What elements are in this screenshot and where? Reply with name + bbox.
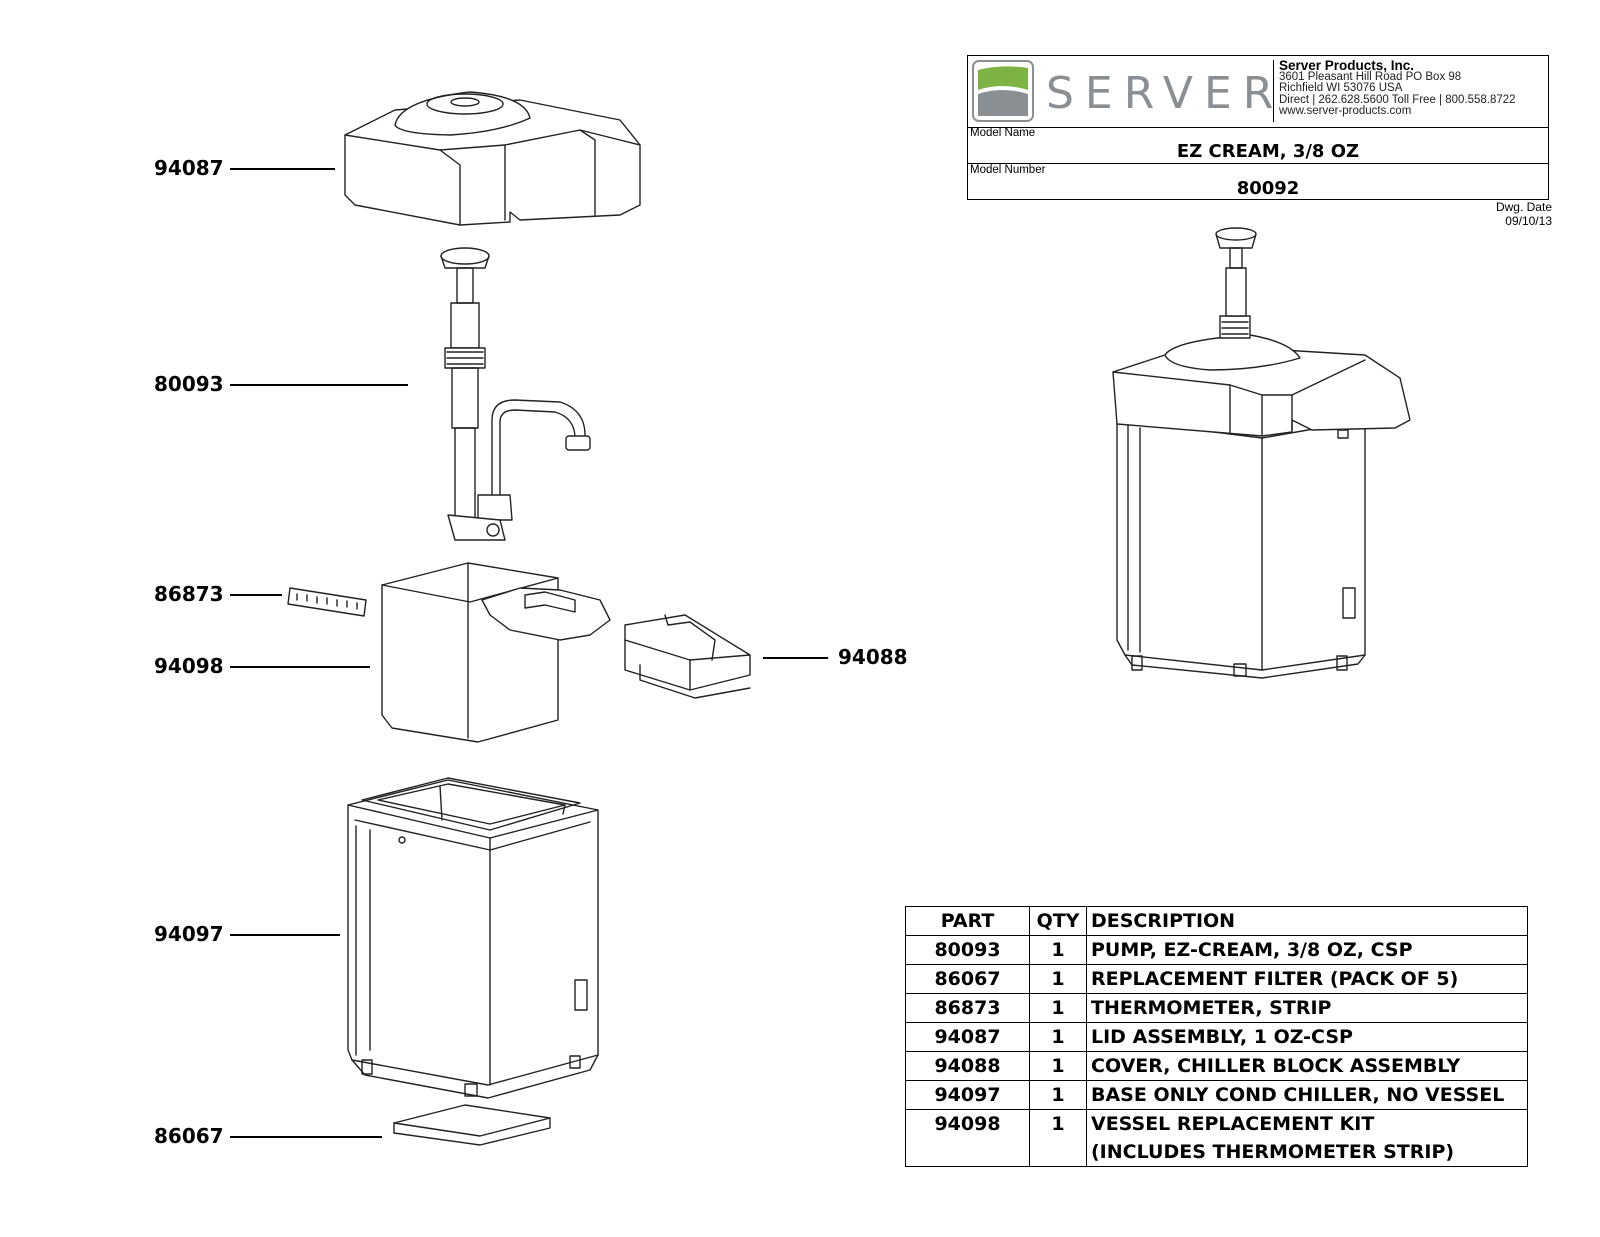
drawing-date: Dwg. Date 09/10/13 (1496, 200, 1552, 228)
callout-base: 94097 (154, 922, 224, 946)
address-line-2: Richfield WI 53076 USA (1279, 82, 1403, 95)
title-block-divider (1273, 60, 1274, 122)
part-qty: 1 (1029, 964, 1087, 994)
table-row: 94088 1 COVER, CHILLER BLOCK ASSEMBLY (905, 1051, 1528, 1081)
title-block-header: SERVER Server Products, Inc. 3601 Pleasa… (968, 56, 1548, 128)
model-name-value: EZ CREAM, 3/8 OZ (1176, 141, 1360, 162)
chiller-cover-illustration (624, 614, 751, 699)
table-row: 94098 1 VESSEL REPLACEMENT KIT (INCLUDES… (905, 1109, 1528, 1167)
model-name-label: Model Name (970, 127, 1036, 139)
callout-vessel: 94098 (154, 654, 224, 678)
leader-line-cover (763, 657, 828, 659)
model-number-value: 80092 (1236, 178, 1300, 199)
assembled-unit-illustration (1112, 227, 1411, 679)
part-qty: 1 (1029, 1051, 1087, 1081)
part-number: 80093 (905, 935, 1030, 965)
callout-thermometer: 86873 (154, 582, 224, 606)
pump-illustration (440, 247, 591, 541)
title-block: SERVER Server Products, Inc. 3601 Pleasa… (967, 55, 1549, 200)
part-number: 94097 (905, 1080, 1030, 1110)
leader-line-lid (230, 168, 335, 170)
website: www.server-products.com (1279, 105, 1412, 118)
drawing-date-value: 09/10/13 (1505, 214, 1552, 228)
leader-line-pump (230, 384, 408, 386)
company-name: Server Products, Inc. (1279, 58, 1415, 73)
callout-pump: 80093 (154, 372, 224, 396)
part-number: 94087 (905, 1022, 1030, 1052)
header-part: PART (905, 906, 1030, 936)
brand-wordmark: SERVER (1046, 68, 1285, 119)
server-logo-icon (972, 60, 1034, 122)
callout-lid: 94087 (154, 156, 224, 180)
part-description: COVER, CHILLER BLOCK ASSEMBLY (1086, 1051, 1528, 1081)
callout-cover: 94088 (838, 645, 908, 669)
table-row: 94087 1 LID ASSEMBLY, 1 OZ-CSP (905, 1022, 1528, 1052)
part-description: VESSEL REPLACEMENT KIT (INCLUDES THERMOM… (1086, 1109, 1528, 1167)
leader-line-filter (230, 1136, 382, 1138)
part-description-line-2: (INCLUDES THERMOMETER STRIP) (1091, 1141, 1455, 1163)
table-row: 80093 1 PUMP, EZ-CREAM, 3/8 OZ, CSP (905, 935, 1528, 965)
part-number: 86873 (905, 993, 1030, 1023)
address-line-1: 3601 Pleasant Hill Road PO Box 98 (1279, 71, 1462, 83)
part-number: 86067 (905, 964, 1030, 994)
drawing-date-label: Dwg. Date (1495, 200, 1552, 214)
lid-assembly-illustration (344, 91, 641, 226)
part-qty: 1 (1029, 1022, 1087, 1052)
base-illustration (347, 777, 599, 1099)
leader-line-thermometer (230, 594, 282, 596)
header-qty: QTY (1029, 906, 1087, 936)
part-number: 94088 (905, 1051, 1030, 1081)
company-address: Server Products, Inc. 3601 Pleasant Hill… (1279, 59, 1516, 118)
part-qty: 1 (1029, 1109, 1087, 1167)
model-name-row: Model Name EZ CREAM, 3/8 OZ (968, 127, 1548, 164)
table-row: 86067 1 REPLACEMENT FILTER (PACK OF 5) (905, 964, 1528, 994)
part-description: BASE ONLY COND CHILLER, NO VESSEL (1086, 1080, 1528, 1110)
part-description: PUMP, EZ-CREAM, 3/8 OZ, CSP (1086, 935, 1528, 965)
vessel-illustration (381, 562, 611, 743)
model-number-row: Model Number 80092 (968, 164, 1548, 200)
part-description-line-1: VESSEL REPLACEMENT KIT (1091, 1113, 1375, 1135)
table-row: 86873 1 THERMOMETER, STRIP (905, 993, 1528, 1023)
thermometer-strip-illustration (287, 587, 367, 617)
header-description: DESCRIPTION (1086, 906, 1528, 936)
filter-illustration (393, 1104, 551, 1146)
leader-line-base (230, 934, 340, 936)
leader-line-vessel (230, 666, 370, 668)
callout-filter: 86067 (154, 1124, 224, 1148)
parts-table: PART QTY DESCRIPTION 80093 1 PUMP, EZ-CR… (905, 906, 1528, 1167)
part-qty: 1 (1029, 935, 1087, 965)
part-description: THERMOMETER, STRIP (1086, 993, 1528, 1023)
table-row: 94097 1 BASE ONLY COND CHILLER, NO VESSE… (905, 1080, 1528, 1110)
part-qty: 1 (1029, 1080, 1087, 1110)
parts-table-header: PART QTY DESCRIPTION (905, 906, 1528, 936)
part-qty: 1 (1029, 993, 1087, 1023)
part-description: REPLACEMENT FILTER (PACK OF 5) (1086, 964, 1528, 994)
model-number-label: Model Number (970, 164, 1046, 176)
part-number: 94098 (905, 1109, 1030, 1167)
part-description: LID ASSEMBLY, 1 OZ-CSP (1086, 1022, 1528, 1052)
phone-line: Direct | 262.628.5600 Toll Free | 800.55… (1279, 93, 1516, 106)
